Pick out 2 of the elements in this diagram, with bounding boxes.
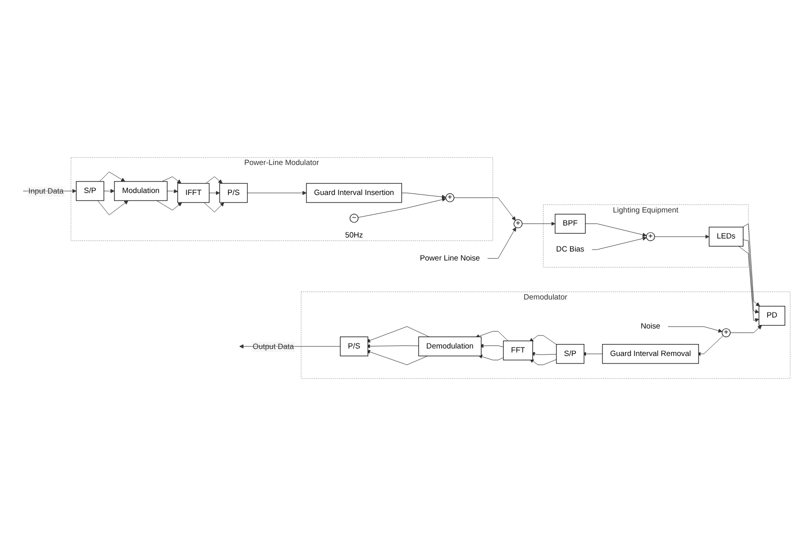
edge-label: Output Data — [252, 342, 295, 352]
edge-label: Input Data — [27, 186, 65, 197]
